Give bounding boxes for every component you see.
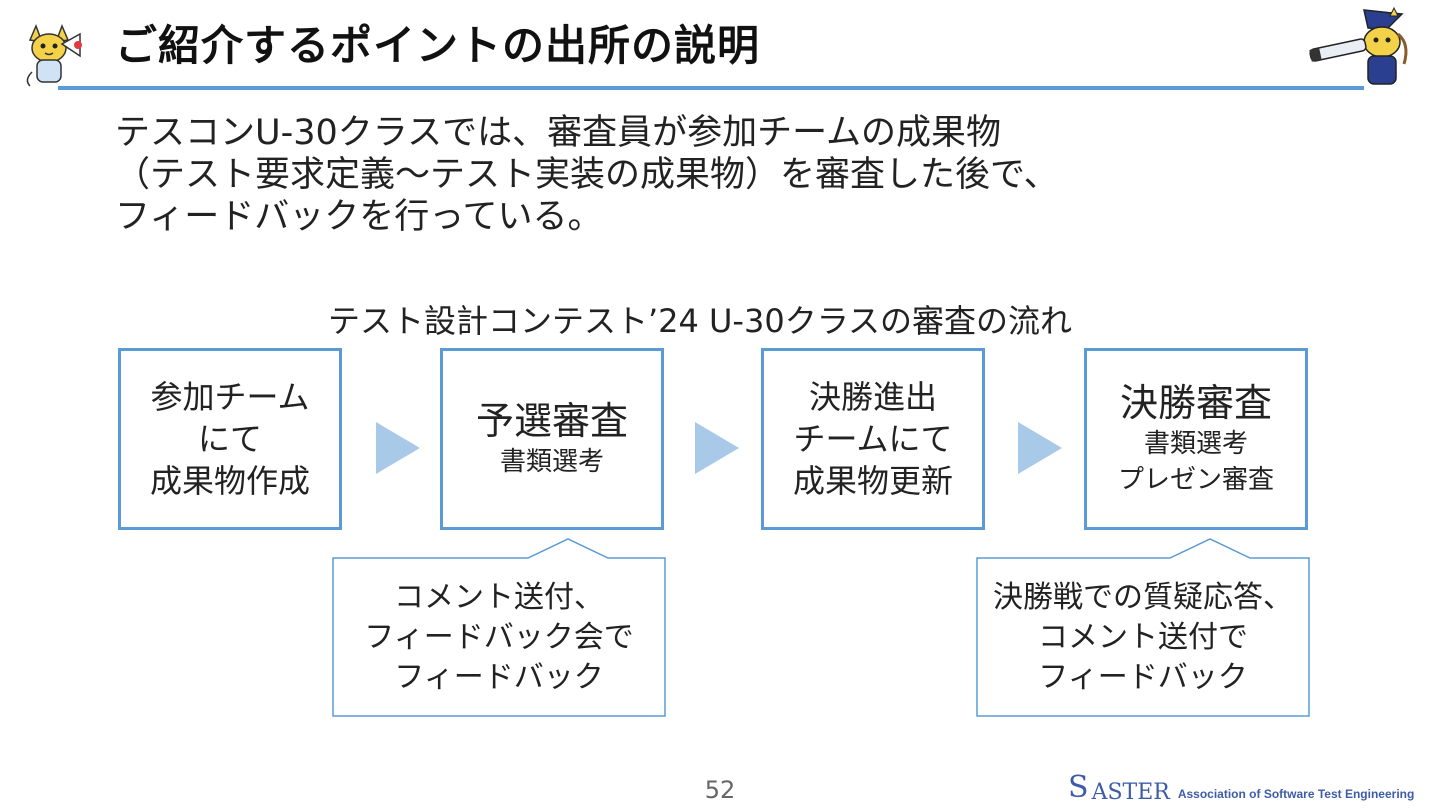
step-sub: プレゼン審査: [1117, 465, 1274, 495]
flow-title-text: テスト設計コンテスト’24 U-30クラスの審査の流れ: [327, 302, 1073, 340]
callout-box: [332, 538, 666, 717]
page-title: ご紹介するポイントの出所の説明: [115, 21, 761, 70]
callout-line: フィードバック: [1038, 660, 1248, 695]
aster-logo: S ASTER Association of Software Test Eng…: [1068, 770, 1414, 805]
step-sub: 書類選考: [1143, 429, 1248, 459]
mascot-telescope-icon: [1309, 6, 1408, 85]
intro-line: （テスト要求定義～テスト実装の成果物）を審査した後で、: [115, 155, 1059, 195]
title-underline: [58, 86, 1364, 90]
flow-step-final-review: 決勝審査 書類選考 プレゼン審査: [1084, 348, 1308, 530]
callout-box: [976, 538, 1310, 717]
callout-text: コメント送付、 フィードバック会で フィードバック: [333, 578, 665, 698]
step-line: 成果物作成: [149, 462, 310, 500]
step-line: チームにて: [793, 420, 953, 458]
logo-org: Association of Software Test Engineering: [1177, 787, 1415, 801]
logo-mark: S: [1068, 770, 1090, 805]
intro-text: テスコンU-30クラスでは、審査員が参加チームの成果物 （テスト要求定義～テスト…: [115, 112, 1059, 238]
mascot-megaphone-icon: [26, 23, 82, 87]
flow-step-finalist-update: 決勝進出 チームにて 成果物更新: [761, 348, 985, 530]
callout-line: フィードバック: [394, 660, 604, 695]
step-line: にて: [197, 420, 262, 458]
step-main: 予選審査: [475, 399, 628, 443]
step-line: 参加チーム: [150, 378, 310, 416]
step-main: 決勝審査: [1119, 381, 1272, 425]
intro-line: フィードバックを行っている。: [115, 197, 603, 237]
flow-step-preliminary-review: 予選審査 書類選考: [440, 348, 664, 530]
callout-line: 決勝戦での質疑応答、: [993, 580, 1293, 615]
callout-line: コメント送付、: [394, 580, 604, 615]
step-line: 決勝進出: [808, 378, 937, 416]
flow-title: テスト設計コンテスト’24 U-30クラスの審査の流れ: [0, 296, 1440, 342]
page-number: 52: [704, 776, 736, 804]
step-sub: 書類選考: [499, 447, 604, 477]
logo-name: ASTER: [1091, 780, 1170, 805]
callout-text: 決勝戦での質疑応答、 コメント送付で フィードバック: [977, 578, 1309, 698]
step-line: 成果物更新: [792, 462, 953, 500]
callout-line: フィードバック会で: [364, 620, 634, 655]
flow-step-team-creation: 参加チーム にて 成果物作成: [118, 348, 342, 530]
intro-line: テスコンU-30クラスでは、審査員が参加チームの成果物: [115, 113, 1002, 153]
callout-line: コメント送付で: [1038, 620, 1248, 655]
flow-arrow-icon: [376, 422, 420, 474]
flow-arrow-icon: [1018, 422, 1062, 474]
flow-arrow-icon: [695, 422, 739, 474]
